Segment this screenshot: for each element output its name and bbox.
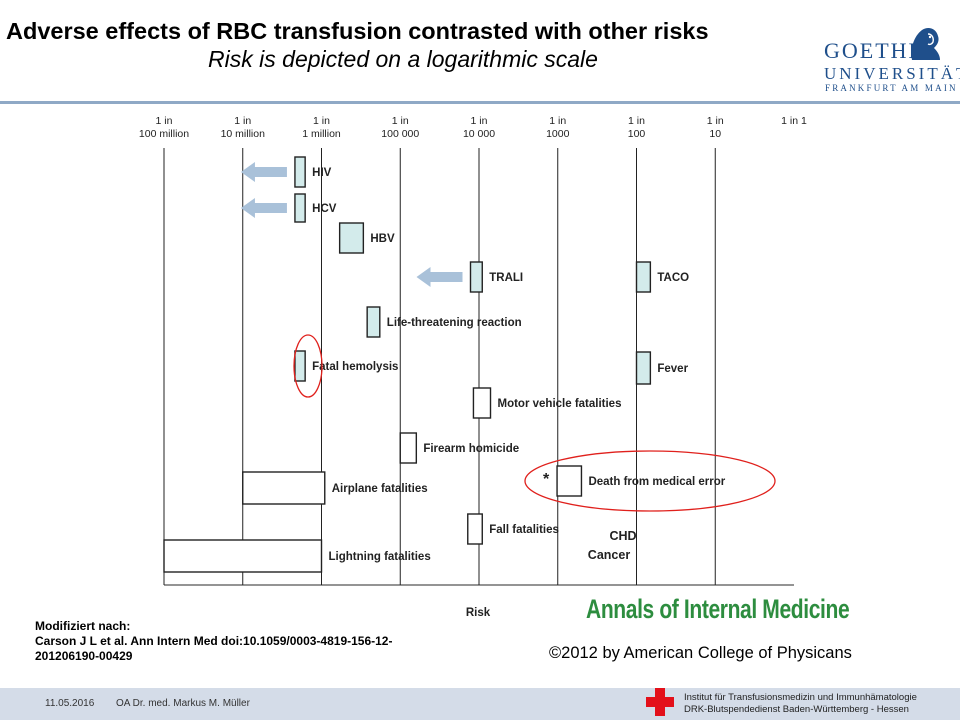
tick-label: 1 in xyxy=(392,115,409,127)
risk-item-hbv: HBV xyxy=(338,222,395,254)
risk-label: HBV xyxy=(370,233,395,245)
chd-note: CHD xyxy=(609,529,636,543)
risk-label: HIV xyxy=(312,167,332,179)
risk-range-box xyxy=(635,261,652,293)
risk-range-box xyxy=(294,156,306,188)
source-citation: Carson J L et al. Ann Intern Med doi:10.… xyxy=(35,634,393,663)
slide-title: Adverse effects of RBC transfusion contr… xyxy=(6,18,709,44)
tick-label: 100 000 xyxy=(381,128,419,140)
tick-label: 100 xyxy=(628,128,646,140)
risk-range-box xyxy=(294,350,306,382)
chart-annotations: * CHD Cancer xyxy=(293,334,776,562)
header-divider xyxy=(0,101,960,104)
asterisk-note: * xyxy=(543,471,550,488)
risk-label: Fall fatalities xyxy=(489,524,559,536)
risk-range-box xyxy=(635,351,652,385)
risk-label: Fever xyxy=(657,363,688,375)
footer-author: OA Dr. med. Markus M. Müller xyxy=(116,698,250,709)
arrow-left-icon xyxy=(416,267,463,287)
risk-range-box xyxy=(467,513,483,545)
slide-subtitle: Risk is depicted on a logarithmic scale xyxy=(208,46,598,72)
arrow-left-icon xyxy=(240,198,287,218)
tick-label: 1000 xyxy=(546,128,570,140)
risk-label: Airplane fatalities xyxy=(332,483,428,495)
risk-items: HIV HCV HBV TRALI TACO Life-threatening react… xyxy=(163,156,726,573)
tick-label: 1 in xyxy=(156,115,173,127)
footer-institute-line1: Institut für Transfusionsmedizin und Imm… xyxy=(684,692,917,703)
tick-label: 1 in xyxy=(707,115,724,127)
risk-range-box xyxy=(242,471,326,505)
risk-label: Firearm homicide xyxy=(423,443,519,455)
risk-range-box xyxy=(163,539,323,573)
university-logo: GOETHE UNIVERSITÄT FRANKFURT AM MAIN xyxy=(822,22,960,96)
x-axis-label: Risk xyxy=(466,607,491,619)
risk-range-box xyxy=(366,306,381,338)
risk-item-death-from-medical-error: Death from medical error xyxy=(556,465,726,497)
tick-label: 100 million xyxy=(139,128,189,140)
risk-item-lightning-fatalities: Lightning fatalities xyxy=(163,539,431,573)
highlight-ellipse xyxy=(293,334,323,398)
highlight-ellipse xyxy=(524,450,776,512)
risk-label: Life-threatening reaction xyxy=(387,317,522,329)
logo-line-goethe: GOETHE xyxy=(824,38,924,63)
tick-label: 1 in 1 xyxy=(781,115,807,127)
logo-line-universitaet: UNIVERSITÄT xyxy=(824,64,960,83)
risk-range-box xyxy=(294,193,306,223)
tick-label: 1 in xyxy=(313,115,330,127)
footer-institute-line2: DRK-Blutspendedienst Baden-Württemberg -… xyxy=(684,704,909,715)
footer-bar: 11.05.2016 OA Dr. med. Markus M. Müller … xyxy=(0,688,960,720)
risk-range-box xyxy=(556,465,583,497)
risk-item-fever: Fever xyxy=(635,351,689,385)
risk-label: HCV xyxy=(312,203,337,215)
risk-item-hiv: HIV xyxy=(240,156,332,188)
logo-line-frankfurt: FRANKFURT AM MAIN xyxy=(825,83,958,93)
tick-label: 1 in xyxy=(549,115,566,127)
risk-label: Death from medical error xyxy=(588,476,725,488)
risk-range-box xyxy=(472,387,492,419)
risk-item-firearm-homicide: Firearm homicide xyxy=(399,432,519,464)
cancer-note: Cancer xyxy=(588,548,631,562)
journal-logo: Annals of Internal Medicine xyxy=(586,594,850,624)
risk-item-life-threatening-reaction: Life-threatening reaction xyxy=(366,306,522,338)
risk-range-box xyxy=(469,261,483,293)
arrow-left-icon xyxy=(240,162,287,182)
risk-label: TACO xyxy=(657,272,689,284)
tick-label: 1 in xyxy=(628,115,645,127)
risk-range-box xyxy=(338,222,365,254)
footer-date: 11.05.2016 xyxy=(45,698,95,709)
risk-label: TRALI xyxy=(489,272,523,284)
risk-label: Fatal hemolysis xyxy=(312,361,398,373)
risk-item-fatal-hemolysis: Fatal hemolysis xyxy=(294,350,398,382)
risk-range-box xyxy=(399,432,418,464)
tick-label: 10 xyxy=(709,128,721,140)
tick-label: 1 in xyxy=(234,115,251,127)
source-label: Modifiziert nach: xyxy=(35,619,131,633)
risk-item-trali: TRALI xyxy=(416,261,523,293)
risk-label: Lightning fatalities xyxy=(329,551,431,563)
tick-label: 1 in xyxy=(471,115,488,127)
risk-item-motor-vehicle-fatalities: Motor vehicle fatalities xyxy=(472,387,622,419)
risk-label: Motor vehicle fatalities xyxy=(498,398,622,410)
risk-item-airplane-fatalities: Airplane fatalities xyxy=(242,471,428,505)
risk-item-fall-fatalities: Fall fatalities xyxy=(467,513,559,545)
tick-label: 1 million xyxy=(302,128,341,140)
red-cross-icon xyxy=(646,688,674,716)
copyright-text: ©2012 by American College of Physicans xyxy=(549,644,852,662)
risk-item-taco: TACO xyxy=(635,261,689,293)
goethe-portrait-icon xyxy=(911,28,940,60)
tick-label: 10 million xyxy=(221,128,266,140)
footer-institute: Institut für Transfusionsmedizin und Imm… xyxy=(684,692,917,716)
tick-label: 10 000 xyxy=(463,128,495,140)
risk-item-hcv: HCV xyxy=(240,193,337,223)
